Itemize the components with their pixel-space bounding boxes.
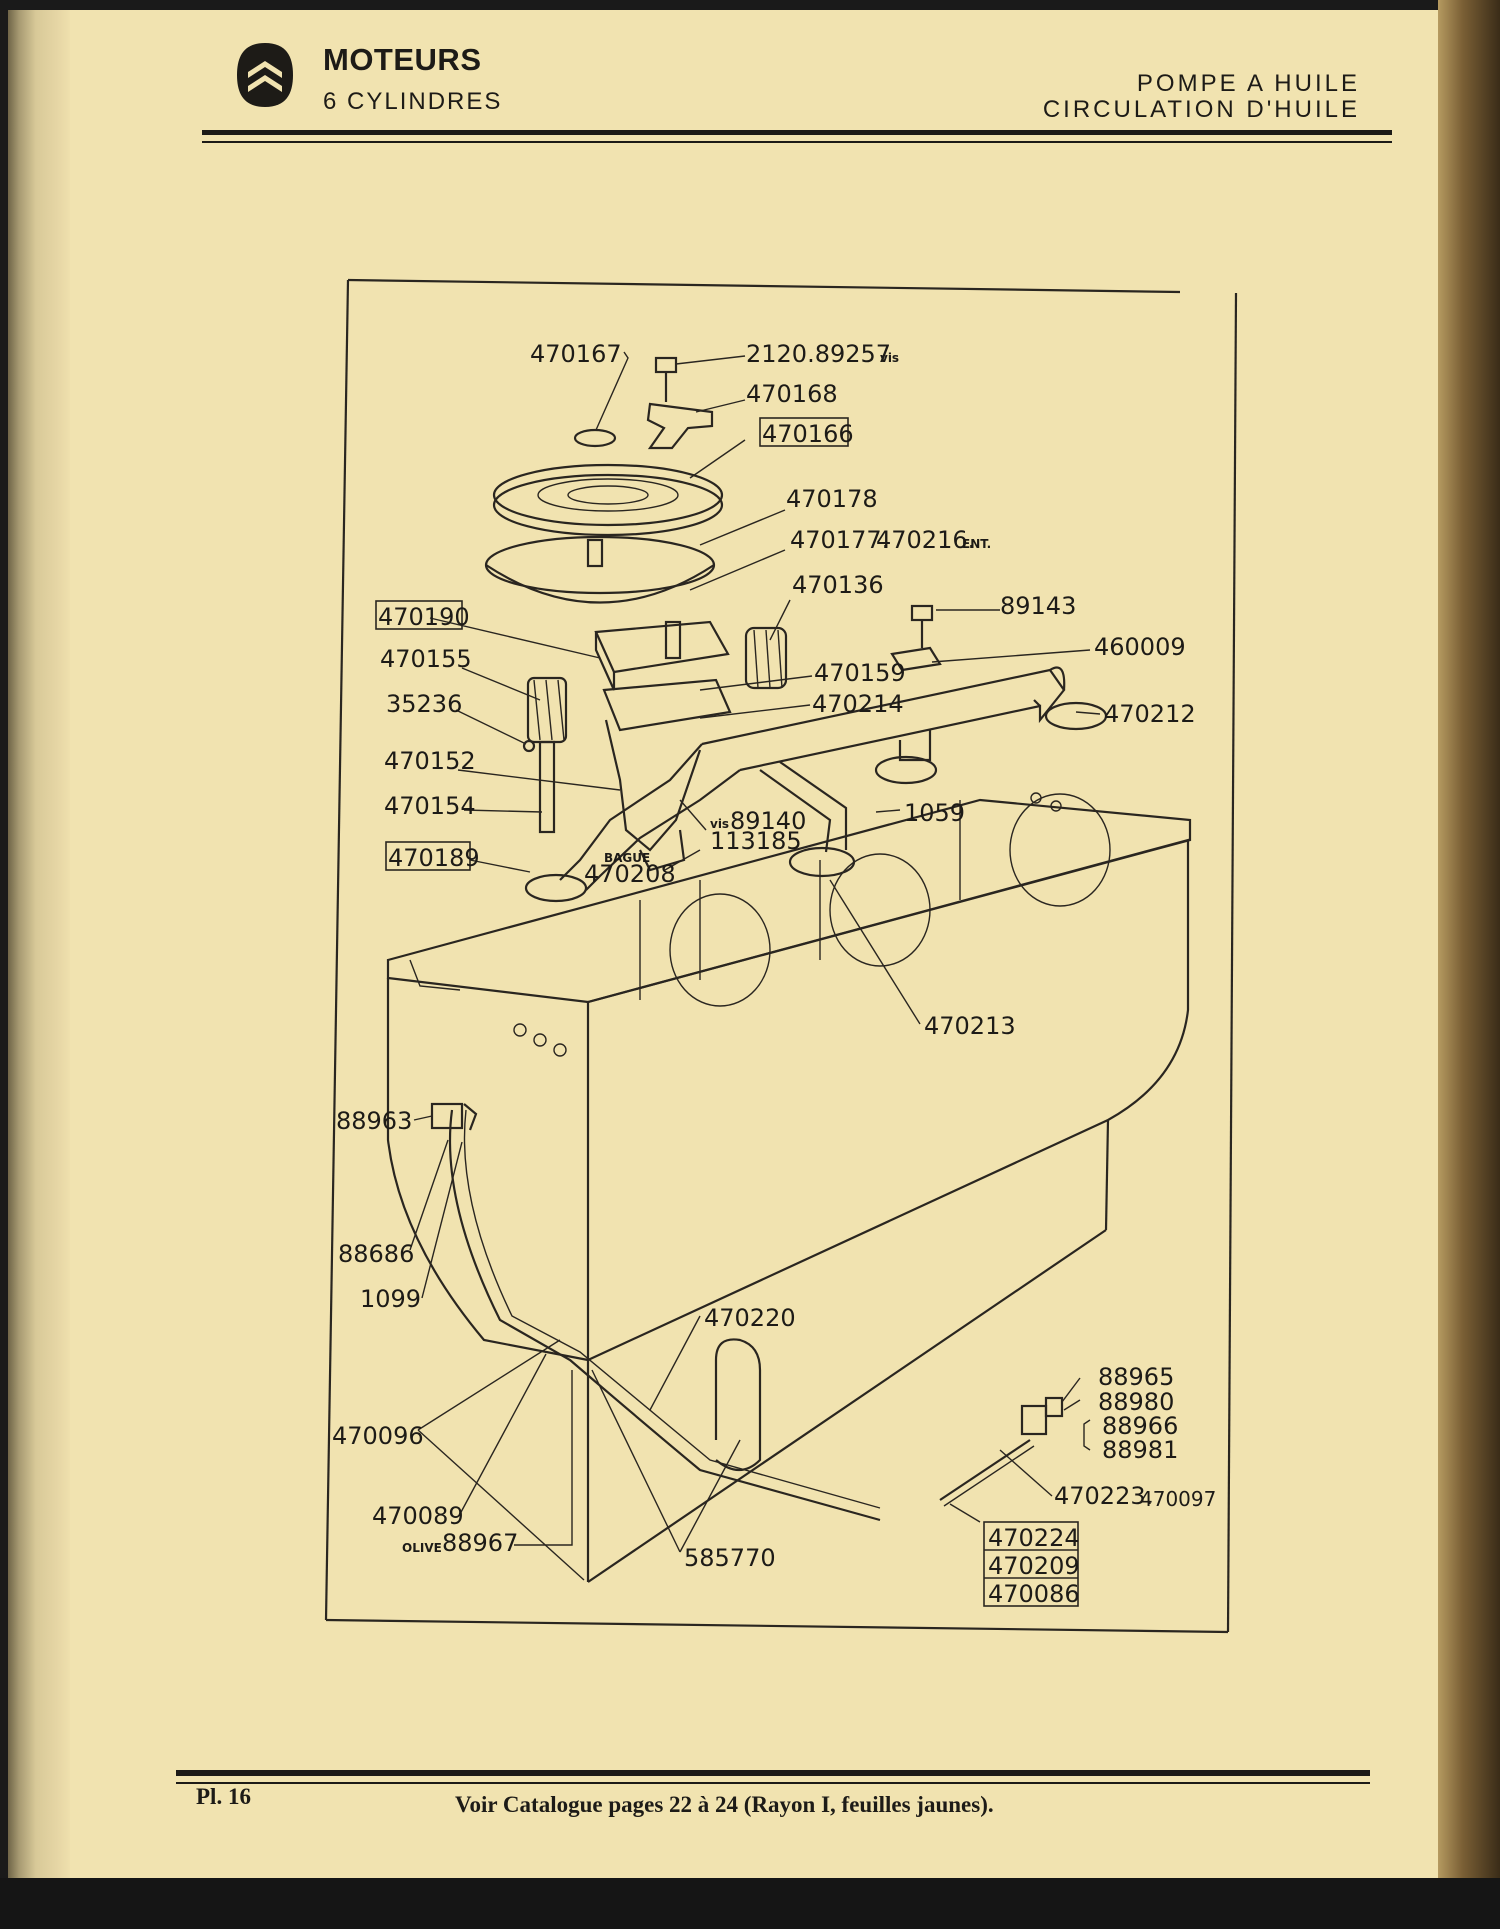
leader-lines: [409, 351, 1101, 1581]
part-vis-note-2: vis: [710, 817, 729, 831]
part-88966: 88966: [1102, 1412, 1178, 1440]
crankcase-icon: [386, 792, 1192, 1583]
part-470097: 470097: [1140, 1487, 1216, 1511]
part-470166: 470166: [762, 420, 854, 448]
screw-icon: [654, 356, 678, 402]
book-binding: [8, 10, 70, 1882]
bracket-icon: [646, 402, 714, 450]
header-section-title: POMPE A HUILE: [1136, 70, 1360, 97]
part-470223: 470223.: [1054, 1482, 1153, 1510]
part-vis-note: vis: [880, 351, 899, 365]
page-sheet: [62, 10, 1460, 1882]
header-title: MOTEURS: [323, 42, 482, 77]
book-edge: [1438, 0, 1500, 1929]
dipstick-icon: [939, 1396, 1064, 1507]
part-470212: 470212: [1104, 700, 1196, 728]
oil-strainer-icon: [484, 535, 716, 604]
part-olive-note: OLIVE: [402, 1541, 442, 1555]
part-88686: 88686: [338, 1240, 414, 1268]
part-470159: 470159: [814, 659, 906, 687]
gear-icon: [744, 626, 788, 690]
part-88963: 88963: [336, 1107, 412, 1135]
pin-icon: [522, 739, 536, 753]
part-470189-box: [385, 841, 471, 871]
footer-rule-thin: [176, 1782, 1370, 1784]
part-1099: 1099: [360, 1285, 421, 1313]
part-470178: 470178: [786, 485, 878, 513]
part-470177: 470177.: [790, 526, 889, 554]
diagram-frame: [324, 278, 1238, 1634]
pump-cover-icon: [492, 463, 724, 537]
part-89143: 89143: [1000, 592, 1076, 620]
plate-number: Pl. 16: [196, 1784, 251, 1809]
citroen-double-chevron-icon: [237, 43, 293, 107]
part-470220: 470220: [704, 1304, 796, 1332]
header-subtitle: 6 CYLINDRES: [323, 88, 503, 115]
part-88965: 88965: [1098, 1363, 1174, 1391]
part-box-group: [983, 1521, 1079, 1607]
part-bague-note: BAGUE: [604, 851, 650, 865]
part-470189: 470189: [388, 844, 480, 872]
part-470208: 470208: [584, 860, 676, 888]
part-470190-box: [375, 600, 463, 630]
part-470152: 470152: [384, 747, 476, 775]
tube-loop-icon: [714, 1338, 762, 1472]
footer-rule: [176, 1770, 1370, 1776]
part-470214: 470214: [812, 690, 904, 718]
part-470216: 470216.: [876, 526, 975, 554]
part-1059: 1059: [904, 799, 965, 827]
part-585770: 585770: [684, 1544, 776, 1572]
part-470136: 470136: [792, 571, 884, 599]
part-88980: 88980: [1098, 1388, 1174, 1416]
catalogue-reference: Voir Catalogue pages 22 à 24 (Rayon I, f…: [455, 1792, 994, 1817]
header-rule: [202, 130, 1392, 135]
screw-89143-icon: [890, 604, 942, 672]
part-470190: 470190: [378, 603, 470, 631]
part-470213: 470213: [924, 1012, 1016, 1040]
part-ent-note: ENT.: [962, 537, 991, 551]
part-88967: 88967: [442, 1529, 518, 1557]
part-470154: 470154: [384, 792, 476, 820]
part-89140: 89140: [730, 807, 806, 835]
washer-icon: [573, 428, 617, 448]
part-labels: 470167 2120.89257 vis 470168 470166 4701…: [332, 340, 1216, 1608]
part-470155: 470155: [380, 645, 472, 673]
part-460009: 460009: [1094, 633, 1186, 661]
part-88981: 88981: [1102, 1436, 1178, 1464]
part-470089: 470089: [372, 1502, 464, 1530]
scan-border: [0, 1878, 1500, 1929]
part-2120-89257: 2120.89257: [746, 340, 891, 368]
part-470096: 470096: [332, 1422, 424, 1450]
part-470224: 470224: [988, 1524, 1080, 1552]
part-470168: 470168: [746, 380, 838, 408]
drive-gear-icon: [526, 676, 568, 834]
header-rule-thin: [202, 141, 1392, 143]
part-470166-box: [759, 417, 849, 447]
part-113185: 113185: [710, 827, 802, 855]
part-470209: 470209: [988, 1552, 1080, 1580]
header-section-subtitle: CIRCULATION D'HUILE: [1042, 96, 1360, 123]
dipstick-tube-icon: [430, 1102, 881, 1522]
part-470086: 470086: [988, 1580, 1080, 1608]
part-470167: 470167: [530, 340, 622, 368]
part-35236: 35236: [386, 690, 462, 718]
